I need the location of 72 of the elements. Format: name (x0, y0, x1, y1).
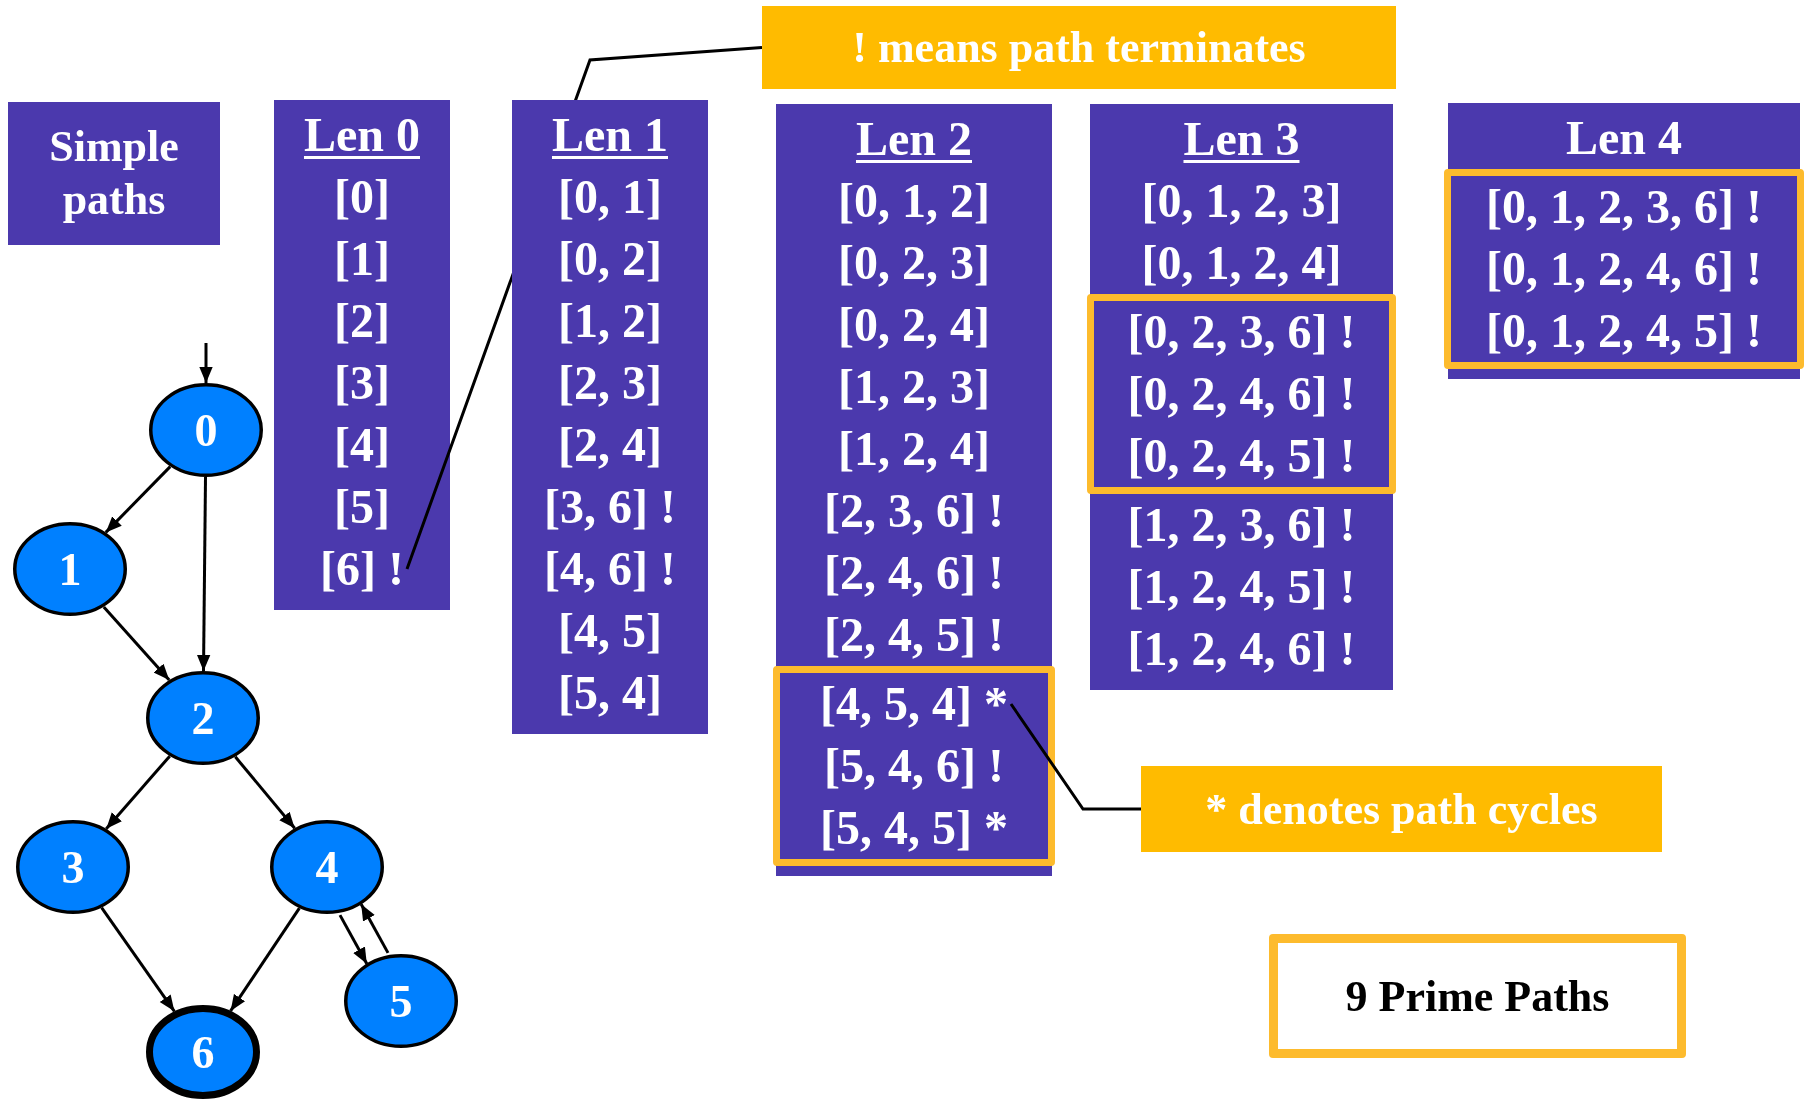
path-entry: [5, 4, 5] * (820, 797, 1008, 859)
path-entry: [0, 2, 4, 6] ! (1127, 363, 1356, 425)
path-entry: [0] (334, 166, 390, 228)
path-entry: [2, 4, 5] ! (824, 604, 1004, 666)
path-entry: [0, 1, 2, 4, 5] ! (1486, 300, 1762, 362)
path-column (512, 100, 708, 734)
column-heading: Len 1 (552, 107, 668, 163)
path-entry: [1, 2, 3, 6] ! (1127, 494, 1356, 556)
path-entry: [0, 1, 2, 4] (1141, 232, 1342, 294)
highlight-frame (1444, 169, 1804, 369)
path-entry: [1, 2] (558, 290, 662, 352)
arrow (199, 343, 213, 383)
path-entry: [2] (334, 290, 390, 352)
path-entry: [1, 2, 3] (838, 356, 990, 418)
arrow (359, 903, 390, 954)
path-entry: [0, 2] (558, 228, 662, 290)
path-entry: [4] (334, 414, 390, 476)
path-entry: [5, 4] (558, 662, 662, 724)
leader-line (1009, 703, 1141, 811)
path-entry: [2, 3, 6] ! (824, 480, 1004, 542)
node-number: 2 (191, 691, 215, 745)
path-entry: [2, 3] (558, 352, 662, 414)
arrow (338, 914, 369, 965)
path-entry: [0, 1, 2, 3, 6] ! (1486, 176, 1762, 238)
path-entry: [1] (334, 228, 390, 290)
node-number: 4 (315, 840, 339, 894)
path-entry: [0, 1] (558, 166, 662, 228)
path-entry: [4, 5] (558, 600, 662, 662)
column-heading: Len 0 (304, 107, 420, 163)
path-entry: [3] (334, 352, 390, 414)
path-entry: [5] (334, 476, 390, 538)
path-column (274, 100, 450, 610)
arrow (105, 755, 171, 830)
path-entry: [2, 4] (558, 414, 662, 476)
path-entry: [1, 2, 4, 5] ! (1127, 556, 1356, 618)
path-entry: [0, 2, 3] (838, 232, 990, 294)
column-heading: Len 2 (856, 111, 972, 167)
node-number: 6 (191, 1025, 215, 1079)
column-heading: Len 4 (1566, 110, 1682, 166)
arrow (234, 755, 296, 830)
path-entry: [0, 1, 2, 4, 6] ! (1486, 238, 1762, 300)
path-entry: [5, 4, 6] ! (824, 735, 1004, 797)
highlight-frame (773, 666, 1055, 866)
node-number: 3 (61, 840, 85, 894)
path-column (776, 104, 1052, 876)
path-entry: [0, 1, 2] (838, 170, 990, 232)
column-heading: Len 3 (1183, 111, 1300, 167)
arrow (100, 906, 176, 1013)
path-entry: [1, 2, 4, 6] ! (1127, 618, 1356, 680)
path-entry: [0, 2, 3, 6] ! (1127, 301, 1356, 363)
path-entry: [4, 5, 4] * (820, 673, 1008, 735)
node-number: 5 (389, 974, 413, 1028)
arrow (197, 477, 211, 671)
path-entry: [1, 2, 4] (838, 418, 990, 480)
path-entry: [2, 4, 6] ! (824, 542, 1004, 604)
node-number: 0 (194, 403, 218, 457)
callout-box: ! means path terminates (762, 6, 1396, 89)
path-entry: [0, 2, 4] (838, 294, 990, 356)
highlight-frame (1087, 294, 1396, 494)
path-entry: [4, 6] ! (544, 538, 676, 600)
callout-box: * denotes path cycles (1141, 766, 1662, 852)
path-column (1090, 104, 1393, 690)
path-entry: [0, 1, 2, 3] (1141, 170, 1342, 232)
summary-box: 9 Prime Paths (1269, 934, 1686, 1058)
path-entry: [6] ! (320, 538, 404, 600)
arrow (104, 465, 172, 534)
node-number: 1 (58, 542, 82, 596)
arrow (102, 605, 171, 682)
arrow (229, 907, 301, 1012)
path-entry: [0, 2, 4, 5] ! (1127, 425, 1356, 487)
label-box: Simple paths (8, 102, 220, 245)
path-entry: [3, 6] ! (544, 476, 676, 538)
